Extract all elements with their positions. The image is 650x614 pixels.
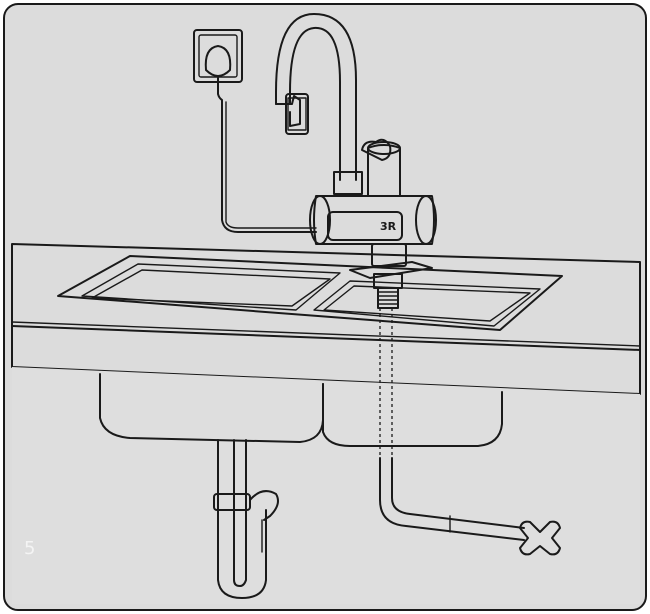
double-sink <box>57 255 563 331</box>
water-heater-faucet <box>309 138 437 309</box>
sink-bowls <box>99 373 503 447</box>
under-sink-cabinet <box>12 367 640 604</box>
heater-logo: 3R <box>380 220 397 233</box>
drain-trap <box>213 439 279 599</box>
step-number: 5 <box>24 538 36 559</box>
faucet-spout <box>275 13 357 181</box>
power-cord <box>217 77 317 233</box>
water-inlet-hose <box>379 308 525 541</box>
shutoff-valve <box>519 520 561 556</box>
